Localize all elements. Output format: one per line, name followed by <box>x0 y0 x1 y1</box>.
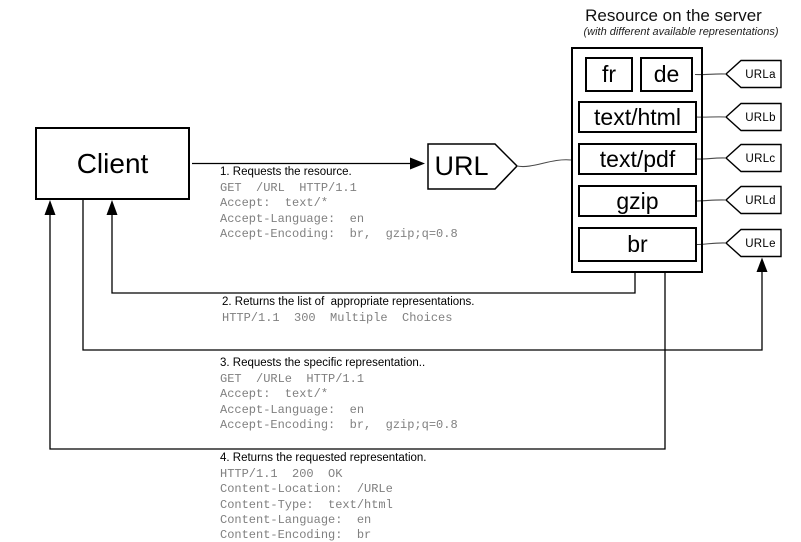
url-tag-shape-urld <box>724 185 782 215</box>
url-tag-label-urlb: URLb <box>745 111 776 124</box>
flow3-header-line: GET /URLe HTTP/1.1 <box>220 372 365 386</box>
flow3-request-line <box>82 199 763 351</box>
flow2-response-line <box>111 205 636 294</box>
flow4-annotation: 4. Returns the requested representation.… <box>220 452 427 542</box>
client-label: Client <box>76 147 149 179</box>
flow1-header-line: Accept: text/* <box>220 196 329 211</box>
server-box <box>571 47 703 273</box>
connector-br-urle <box>695 242 727 246</box>
flow3-header-line: Accept-Language: en <box>220 402 365 417</box>
flow4-header-line: Content-Language: en <box>220 512 372 527</box>
url-tag-label-urld: URLd <box>745 194 776 207</box>
connector-pdf-urlc <box>695 157 727 160</box>
flow1-arrowhead-icon <box>410 157 425 170</box>
representation-box-gzip: gzip <box>578 185 697 217</box>
flow1-header-line: GET /URL HTTP/1.1 <box>220 181 357 195</box>
url-tag-shape-urlc <box>724 143 782 173</box>
url-pentagon-shape <box>427 143 519 190</box>
flow4-header-line: Content-Type: text/html <box>220 497 393 512</box>
flow3-header-line: Accept: text/* <box>220 387 329 402</box>
url-tag-shape-urla <box>724 59 782 89</box>
server-title: Resource on the server <box>585 6 762 25</box>
flow1-header-line: Accept-Encoding: br, gzip;q=0.8 <box>220 226 458 241</box>
flow1-step-label: 1. Requests the resource. <box>220 166 352 178</box>
representation-box-fr: fr <box>585 57 633 92</box>
flow2-arrowhead-icon <box>106 200 118 215</box>
representation-box-text-html: text/html <box>578 101 697 133</box>
connector-de-urla <box>694 73 727 76</box>
flow1-header-line: Accept-Language: en <box>220 211 365 226</box>
flow3-header-line: Accept-Encoding: br, gzip;q=0.8 <box>220 417 458 432</box>
url-to-server-connector <box>516 159 572 168</box>
flow4-header-line: Content-Encoding: br <box>220 528 372 542</box>
flow3-arrowhead-icon <box>756 257 768 272</box>
client-box: Client <box>35 127 190 200</box>
url-tag-shape-urlb <box>724 102 782 132</box>
representation-box-de: de <box>640 57 693 92</box>
flow2-step-label: 2. Returns the list of appropriate repre… <box>222 296 475 308</box>
url-tag-label-urlc: URLc <box>745 152 776 165</box>
connector-gzip-urld <box>695 199 727 202</box>
flow4-header-line: Content-Location: /URLe <box>220 482 393 497</box>
flow1-annotation: 1. Requests the resource. GET /URL HTTP/… <box>220 166 458 242</box>
flow3-annotation: 3. Requests the specific representation.… <box>220 357 458 433</box>
representation-box-br: br <box>578 227 697 262</box>
flow3-step-label: 3. Requests the specific representation.… <box>220 357 426 369</box>
flow4-step-label: 4. Returns the requested representation. <box>220 452 427 464</box>
representation-box-text-pdf: text/pdf <box>578 143 697 175</box>
url-tag-label-urle: URLe <box>745 237 776 250</box>
server-subtitle: (with different available representation… <box>583 26 779 38</box>
url-node-label: URL <box>434 151 489 181</box>
flow2-header-line: HTTP/1.1 300 Multiple Choices <box>222 311 453 325</box>
url-tag-shape-urle <box>724 228 782 258</box>
flow4-header-line: HTTP/1.1 200 OK <box>220 467 343 481</box>
flow2-annotation: 2. Returns the list of appropriate repre… <box>222 296 475 326</box>
url-tag-label-urla: URLa <box>745 68 776 81</box>
flow4-arrowhead-icon <box>44 200 56 215</box>
flow4-response-line <box>49 205 666 450</box>
